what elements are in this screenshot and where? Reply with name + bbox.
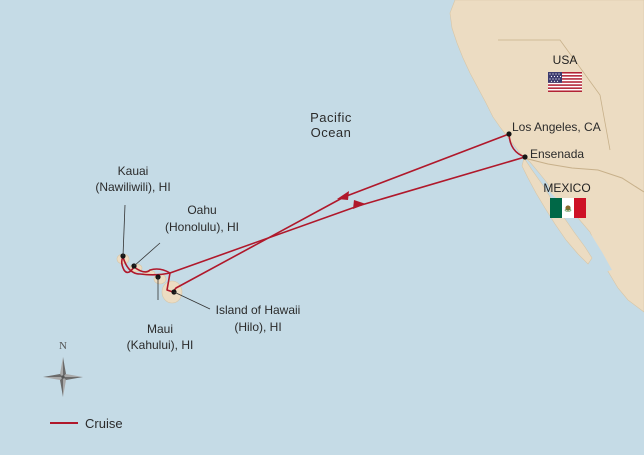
port-label-maui: Maui bbox=[147, 322, 173, 336]
port-label-oahu: (Honolulu), HI bbox=[165, 220, 239, 234]
port-label-hawaii: (Hilo), HI bbox=[234, 320, 281, 334]
state-border bbox=[498, 39, 611, 151]
ocean-label: Ocean bbox=[311, 125, 352, 140]
leader-line-hawaii bbox=[173, 291, 211, 310]
leader-line-kauai bbox=[122, 204, 126, 257]
route-island-hops bbox=[120, 256, 171, 276]
port-label-oahu: Oahu bbox=[187, 203, 216, 217]
port-dot-ensenada bbox=[522, 154, 528, 160]
ocean-label: Pacific bbox=[310, 110, 352, 125]
us-flag-icon bbox=[548, 72, 582, 92]
port-label-ensenada: Ensenada bbox=[530, 147, 584, 161]
compass-rose-icon bbox=[43, 357, 83, 397]
compass-north-label: N bbox=[59, 340, 67, 352]
port-label-hawaii: Island of Hawaii bbox=[216, 303, 301, 317]
leader-line-oahu bbox=[133, 242, 161, 267]
north-america-land bbox=[449, 0, 644, 313]
country-label-mexico: MEXICO bbox=[543, 181, 590, 195]
legend-label: Cruise bbox=[85, 416, 123, 431]
route-outbound bbox=[166, 133, 526, 293]
port-dot-los-angeles bbox=[506, 131, 512, 137]
port-label-maui: (Kahului), HI bbox=[127, 338, 194, 352]
direction-arrow-icon bbox=[353, 200, 366, 209]
mexico-flag-icon bbox=[550, 198, 586, 218]
port-label-kauai: Kauai bbox=[118, 164, 149, 178]
port-label-los-angeles: Los Angeles, CA bbox=[512, 120, 601, 134]
us-mexico-border bbox=[523, 157, 644, 193]
direction-arrow-icon bbox=[337, 191, 349, 200]
country-label-usa: USA bbox=[553, 53, 578, 67]
port-label-kauai: (Nawiliwili), HI bbox=[95, 180, 170, 194]
